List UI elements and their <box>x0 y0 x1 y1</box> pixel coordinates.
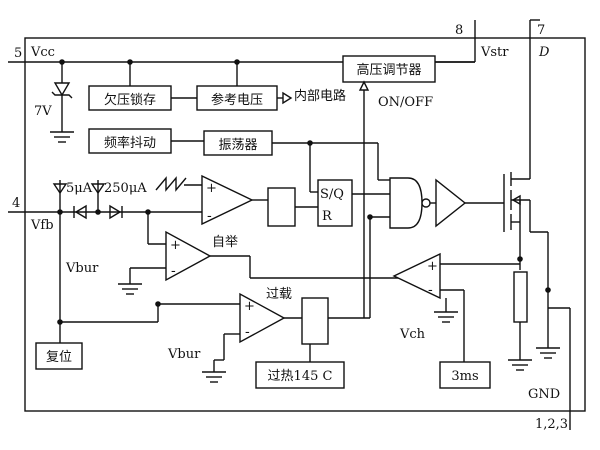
over-temperature-block <box>255 361 345 389</box>
pin-vfb: 4 Vfb <box>8 196 54 233</box>
oscillator-block <box>203 130 273 156</box>
over-temperature-label: 过热145 C <box>268 369 333 384</box>
pin-vfb-label: Vfb <box>30 218 54 233</box>
pin-vcc-number: 5 <box>14 46 22 61</box>
pwm-comparator <box>201 174 254 226</box>
ground-symbol-vch <box>434 311 458 323</box>
zener-voltage-label: 7V <box>34 104 52 119</box>
reference-voltage-label: 参考电压 <box>211 92 263 108</box>
pin-vcc-label: Vcc <box>30 45 55 60</box>
reset-block <box>35 342 83 370</box>
on-off-label: ON/OFF <box>378 95 433 110</box>
ic-package-outline <box>24 37 586 412</box>
auto-restart-comparator <box>165 230 212 282</box>
auto-restart-label: 自举 <box>212 235 238 250</box>
pin-d-label: D <box>538 45 550 60</box>
pin-vcc: 5 Vcc <box>8 45 55 63</box>
overload-comparator <box>239 292 286 344</box>
on-off-arrow <box>358 80 370 91</box>
pin-vfb-number: 4 <box>12 196 20 211</box>
pin-gnd-label: GND <box>528 387 560 402</box>
hv-regulator-label: 高压调节器 <box>356 62 421 78</box>
pin-vstr-label: Vstr <box>480 45 509 60</box>
power-mosfet <box>503 162 531 270</box>
frequency-jitter-label: 频率抖动 <box>104 135 156 151</box>
ground-symbol-zener <box>50 131 74 143</box>
oscillator-label: 振荡器 <box>218 138 257 153</box>
reference-voltage-block <box>196 85 278 111</box>
ground-symbol-vbur-top <box>118 283 142 295</box>
vch-comparator <box>392 252 441 300</box>
sawtooth-waveform <box>155 176 187 192</box>
svg-text:-: - <box>428 282 433 298</box>
svg-text:+: + <box>244 299 255 314</box>
output-and-gate <box>389 177 423 229</box>
svg-text:+: + <box>206 181 217 196</box>
internal-circuit-label: 内部电路 <box>294 88 346 104</box>
protection-gate-block <box>301 297 329 345</box>
sense-resistor <box>513 271 528 323</box>
zener-diode: 7V <box>34 62 73 132</box>
vch-label: Vch <box>399 327 426 342</box>
svg-text:-: - <box>171 263 176 279</box>
ground-symbol-gnd <box>536 347 560 359</box>
pin-gnd-number: 1,2,3 <box>535 417 568 432</box>
uvlo-latch-label: 欠压锁存 <box>104 92 156 108</box>
timer-3ms-block <box>439 361 491 389</box>
vbur-label-bottom: Vbur <box>167 347 201 362</box>
ground-symbol-sense <box>508 359 532 371</box>
sr-flip-flop <box>317 179 353 227</box>
svg-text:+: + <box>170 238 181 253</box>
vbur-label-top: Vbur <box>65 261 99 276</box>
svg-text:-: - <box>245 324 250 340</box>
hv-regulator-block <box>342 55 436 83</box>
svg-text:-: - <box>207 208 212 224</box>
current-5ua-label: 5μA <box>66 181 93 196</box>
gate-driver-buffer <box>435 178 467 228</box>
uvlo-latch-block <box>88 85 172 111</box>
overload-label: 过载 <box>266 287 292 302</box>
timer-3ms-label: 3ms <box>451 369 478 384</box>
sr-r-label: R <box>322 209 333 224</box>
svg-text:+: + <box>427 259 438 274</box>
pin-d-number: 7 <box>537 23 545 38</box>
reset-label: 复位 <box>46 350 72 365</box>
current-250ua-label: 250μA <box>104 181 147 196</box>
ground-symbol-vbur-bottom <box>202 371 226 383</box>
logic-gate-block <box>267 187 296 227</box>
sr-sq-label: S/Q <box>320 187 344 202</box>
pin-vstr-number: 8 <box>455 23 463 38</box>
